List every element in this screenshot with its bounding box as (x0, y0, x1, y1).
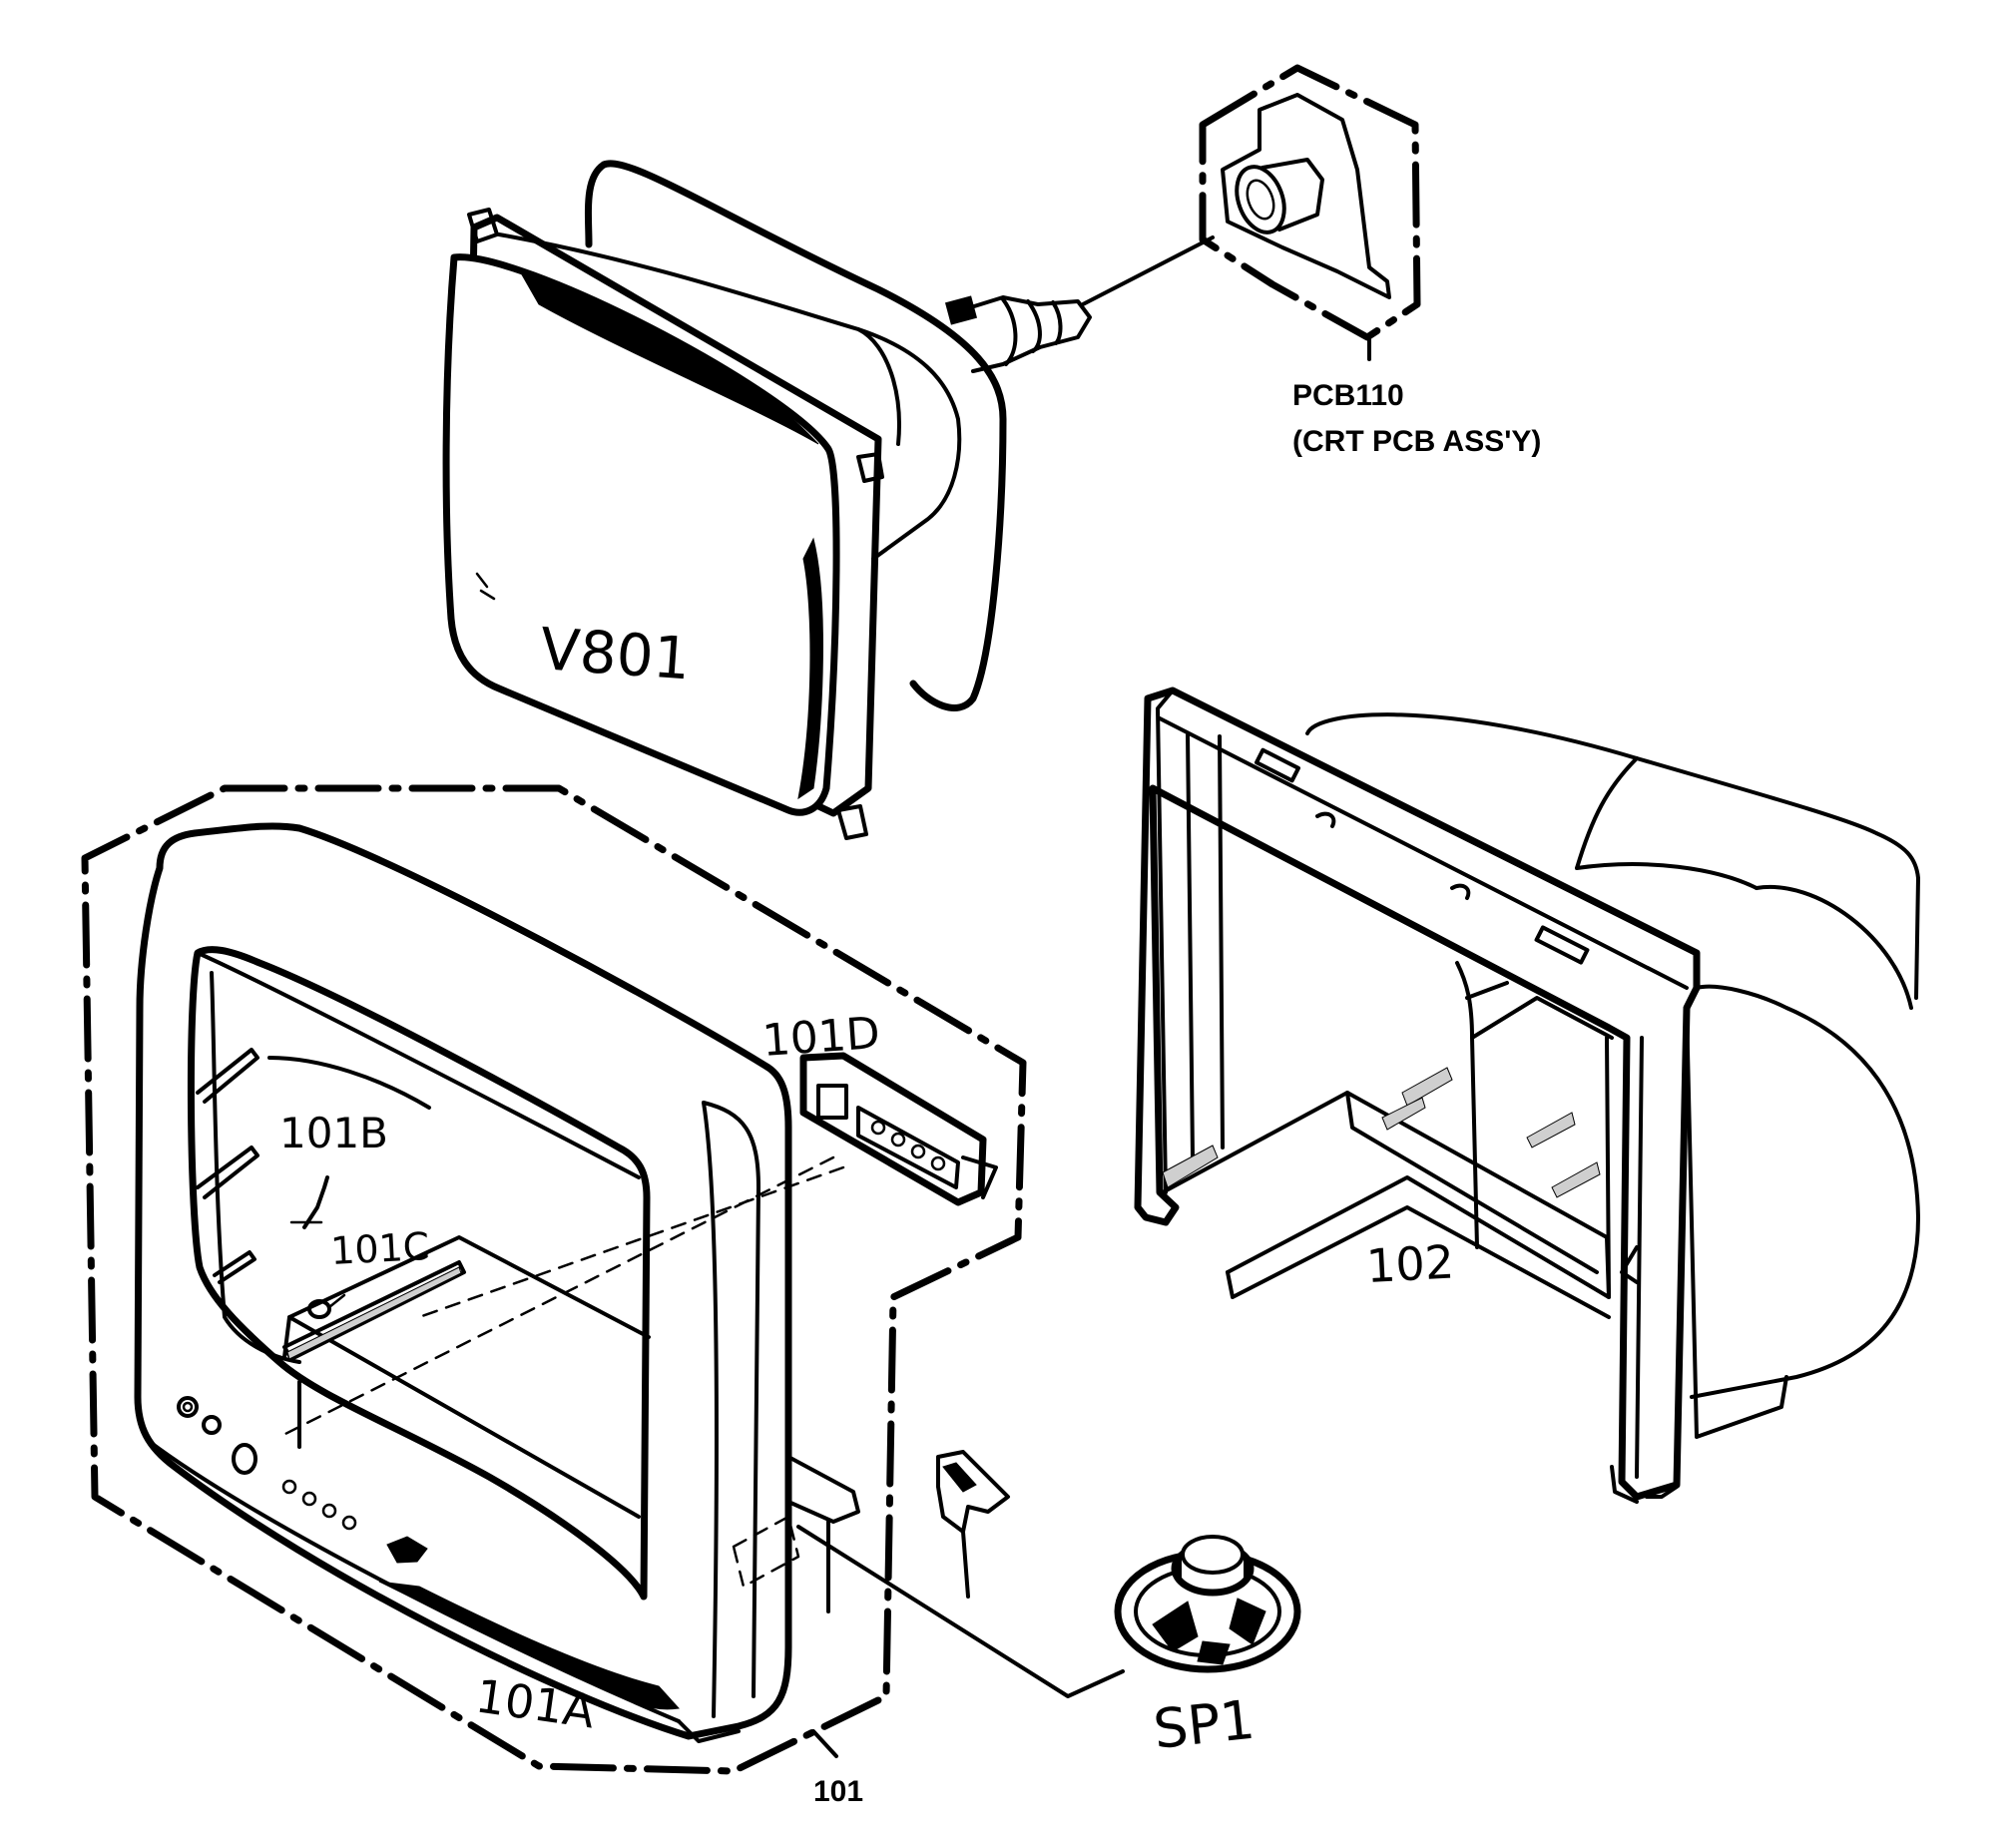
back-cover-frame (1134, 687, 1701, 1501)
crt-pcb-code-label: PCB110 (1292, 379, 1404, 412)
front-cabinet-body (134, 822, 792, 1740)
speaker-bracket (786, 1450, 1125, 1698)
front-logo-badge (386, 1536, 428, 1564)
back-cover (1134, 687, 1920, 1504)
front-cabinet-leader-line (811, 1729, 838, 1758)
crt-neck (956, 295, 1092, 373)
crt-socket (1235, 165, 1286, 234)
part-101b-bracket (302, 1175, 329, 1229)
power-button (177, 1396, 199, 1418)
crt-degauss-coil (600, 160, 1007, 711)
crt-pcb-dashed-outline (1199, 64, 1421, 341)
front-cabinet-assembly (81, 784, 1027, 1775)
part-101c-knob (307, 1299, 331, 1319)
part-101d-terminal (799, 1052, 998, 1206)
speaker (1114, 1535, 1301, 1673)
part-101b-label: 101B (279, 1109, 388, 1157)
back-cover-rear-housing (1305, 712, 1920, 1000)
part-101d-label: 101D (760, 1008, 881, 1067)
part-101c-label: 101C (329, 1224, 430, 1273)
speaker-label: SP1 (1151, 1688, 1258, 1761)
crt-to-pcb-line (1081, 235, 1215, 306)
crt-label: V801 (538, 615, 693, 692)
crt-pcb-board (1221, 93, 1391, 299)
front-cabinet-screen-opening (187, 946, 651, 1601)
crt-tube: V801 (442, 160, 1092, 840)
speaker-leader-line (796, 1525, 1125, 1698)
front-cabinet-assembly-label: 101 (813, 1775, 863, 1808)
back-cover-label: 102 (1365, 1234, 1456, 1293)
front-cabinet-dashed-outline (81, 784, 1027, 1775)
back-cover-bottom-tray (1161, 1091, 1611, 1299)
crt-funnel (497, 232, 962, 561)
crt-pcb-description-label: (CRT PCB ASS'Y) (1292, 425, 1541, 458)
sensor-window (232, 1443, 257, 1475)
crt-pcb-assembly (1199, 64, 1421, 361)
